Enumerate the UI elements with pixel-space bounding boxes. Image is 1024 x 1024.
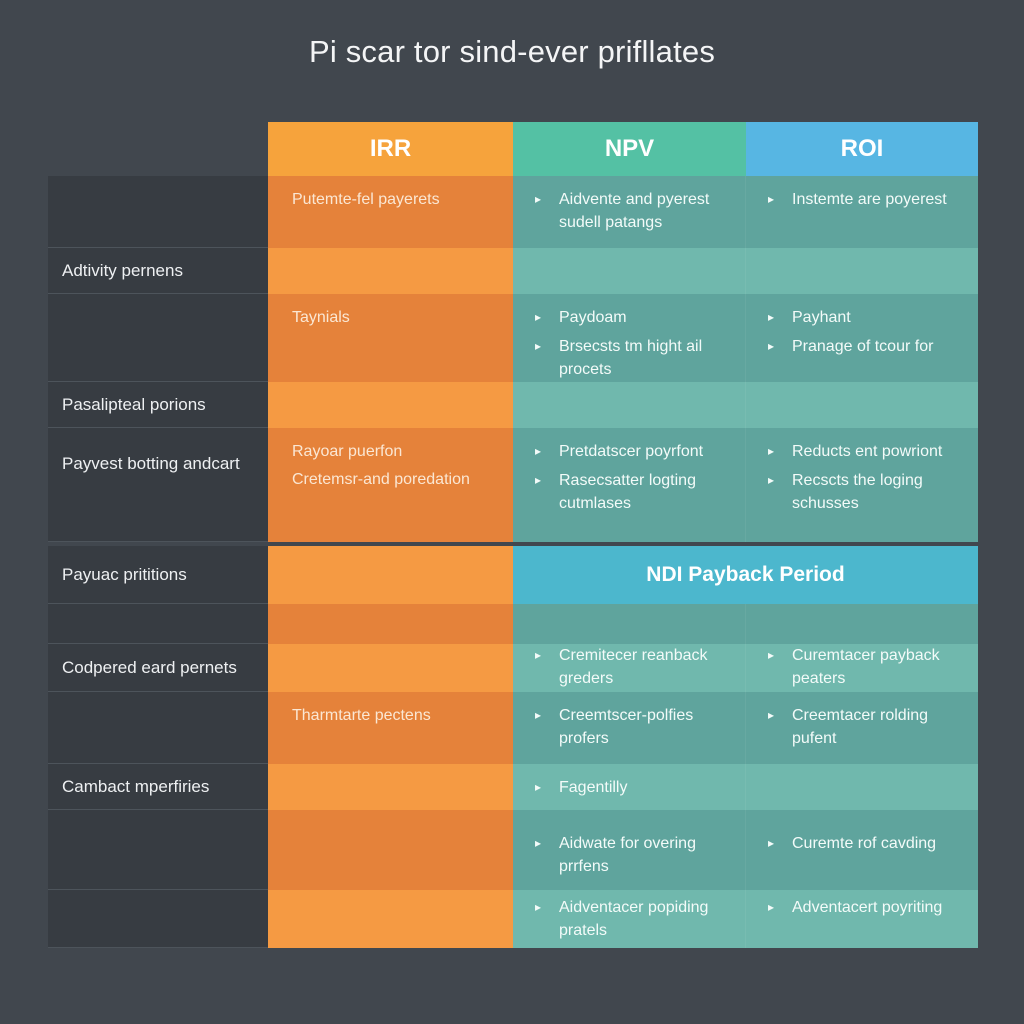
- cell-irr: [268, 604, 513, 644]
- cell-irr: [268, 382, 513, 428]
- page-title: Pi scar tor sind-ever prifllates: [308, 34, 716, 69]
- payback-period-banner: NDI Payback Period: [513, 546, 978, 604]
- cell-text: Tharmtarte pectens: [292, 707, 431, 724]
- bullet-item: Adventacert poyriting: [768, 896, 970, 919]
- bullet-item: Creemtacer rolding pufent: [768, 704, 970, 750]
- cell-roi: [746, 382, 978, 428]
- table-row: Aidwate for overing prrfens Curemte rof …: [48, 810, 978, 890]
- table-row: Codpered eard pernets Cremitecer reanbac…: [48, 644, 978, 692]
- cell-npv: Cremitecer reanback greders: [513, 644, 746, 692]
- cell-npv: Aidwate for overing prrfens: [513, 810, 746, 890]
- bullet-item: Fagentilly: [535, 776, 737, 799]
- bullet-item: Brsecsts tm hight ail procets: [535, 335, 737, 381]
- row-label: Codpered eard pernets: [48, 644, 268, 692]
- cell-irr: [268, 810, 513, 890]
- table-row: Payvest botting andcart Rayoar puerfon C…: [48, 428, 978, 542]
- cell-npv: Aidvente and pyerest sudell patangs: [513, 176, 746, 248]
- row-label: [48, 294, 268, 382]
- cell-npv: Paydoam Brsecsts tm hight ail procets: [513, 294, 746, 382]
- cell-npv: Pretdatscer poyrfont Rasecsatter logting…: [513, 428, 746, 542]
- header-irr: IRR: [268, 122, 513, 176]
- cell-irr: [268, 764, 513, 810]
- cell-roi: Reducts ent powriont Recscts the loging …: [746, 428, 978, 542]
- comparison-table: IRR NPV ROI Putemte-fel payerets Aidvent…: [48, 122, 978, 948]
- bullet-item: Pranage of tcour for: [768, 335, 970, 358]
- cell-irr: Tharmtarte pectens: [268, 692, 513, 764]
- row-label: Payvest botting andcart: [48, 428, 268, 542]
- cell-roi: [746, 604, 978, 644]
- bullet-item: Creemtscer-polfies profers: [535, 704, 737, 750]
- table-row: Tharmtarte pectens Creemtscer-polfies pr…: [48, 692, 978, 764]
- bullet-item: Aidwate for overing prrfens: [535, 832, 737, 878]
- section-divider: [48, 542, 978, 546]
- table-row: Pasalipteal porions: [48, 382, 978, 428]
- cell-roi: [746, 248, 978, 294]
- header-npv: NPV: [513, 122, 746, 176]
- bullet-item: Curemtacer payback peaters: [768, 644, 970, 690]
- cell-irr: Rayoar puerfon Cretemsr-and poredation: [268, 428, 513, 542]
- row-label: Payuac prititions: [48, 546, 268, 604]
- row-label: Adtivity pernens: [48, 248, 268, 294]
- cell-npv: Creemtscer-polfies profers: [513, 692, 746, 764]
- table-row: Taynials Paydoam Brsecsts tm hight ail p…: [48, 294, 978, 382]
- cell-text: Cretemsr-and poredation: [292, 471, 470, 488]
- bullet-item: Instemte are poyerest: [768, 188, 970, 211]
- row-label: [48, 176, 268, 248]
- cell-irr: [268, 546, 513, 604]
- row-label: [48, 810, 268, 890]
- row-label: [48, 604, 268, 644]
- cell-roi: Curemte rof cavding: [746, 810, 978, 890]
- cell-irr: [268, 890, 513, 948]
- cell-npv: Fagentilly: [513, 764, 746, 810]
- table-row: Aidventacer popiding pratels Adventacert…: [48, 890, 978, 948]
- bullet-item: Paydoam: [535, 306, 737, 329]
- bullet-item: Recscts the loging schusses: [768, 469, 970, 515]
- table-row: Putemte-fel payerets Aidvente and pyeres…: [48, 176, 978, 248]
- cell-roi: Payhant Pranage of tcour for: [746, 294, 978, 382]
- cell-irr: Taynials: [268, 294, 513, 382]
- cell-irr: Putemte-fel payerets: [268, 176, 513, 248]
- table-row: Cambact mperfiries Fagentilly: [48, 764, 978, 810]
- bullet-item: Aidventacer popiding pratels: [535, 896, 737, 942]
- bullet-item: Aidvente and pyerest sudell patangs: [535, 188, 737, 234]
- row-label: Cambact mperfiries: [48, 764, 268, 810]
- bullet-item: Pretdatscer poyrfont: [535, 440, 737, 463]
- cell-text: Rayoar puerfon: [292, 443, 403, 460]
- cell-roi: [746, 764, 978, 810]
- cell-text: Taynials: [292, 309, 350, 326]
- cell-irr: [268, 248, 513, 294]
- cell-roi: Creemtacer rolding pufent: [746, 692, 978, 764]
- row-label: Pasalipteal porions: [48, 382, 268, 428]
- cell-text: Putemte-fel payerets: [292, 191, 440, 208]
- cell-npv: Aidventacer popiding pratels: [513, 890, 746, 948]
- cell-roi: Adventacert poyriting: [746, 890, 978, 948]
- bullet-item: Reducts ent powriont: [768, 440, 970, 463]
- cell-npv: [513, 604, 746, 644]
- bullet-item: Curemte rof cavding: [768, 832, 970, 855]
- cell-irr: [268, 644, 513, 692]
- table-row: Payuac prititions NDI Payback Period: [48, 546, 978, 604]
- header-roi: ROI: [746, 122, 978, 176]
- cell-npv: [513, 248, 746, 294]
- bullet-item: Cremitecer reanback greders: [535, 644, 737, 690]
- table-row: Adtivity pernens: [48, 248, 978, 294]
- bullet-item: Rasecsatter logting cutmlases: [535, 469, 737, 515]
- cell-roi: Curemtacer payback peaters: [746, 644, 978, 692]
- bullet-item: Payhant: [768, 306, 970, 329]
- cell-roi: Instemte are poyerest: [746, 176, 978, 248]
- row-label: [48, 890, 268, 948]
- table-row: [48, 604, 978, 644]
- row-label: [48, 692, 268, 764]
- cell-npv: [513, 382, 746, 428]
